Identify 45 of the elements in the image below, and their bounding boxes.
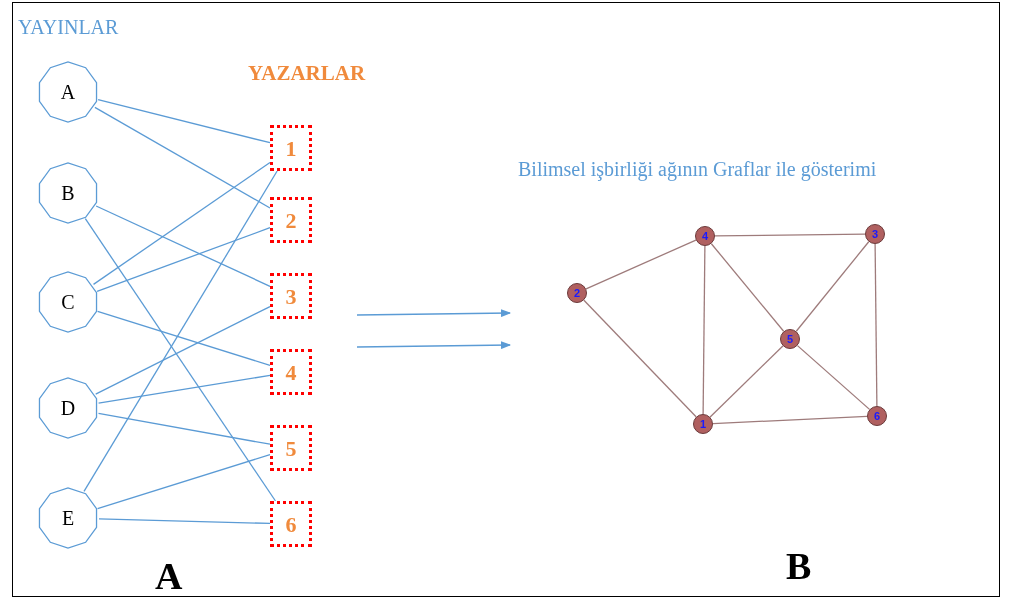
- diagram-caption: Bilimsel işbirliği ağının Graflar ile gösterimi: [518, 157, 877, 183]
- publication-node: E: [37, 487, 99, 549]
- connector-line: [709, 345, 784, 418]
- connector-line: [712, 415, 868, 425]
- connector-line: [97, 374, 271, 404]
- author-box: 5: [270, 425, 312, 471]
- connector-line: [96, 227, 271, 292]
- section-heading: YAZARLAR: [248, 60, 366, 87]
- author-box: 1: [270, 125, 312, 171]
- author-box: 3: [270, 273, 312, 319]
- publication-node: B: [37, 162, 99, 224]
- connector-line: [796, 345, 871, 410]
- connector-line: [583, 299, 697, 418]
- publication-node: D: [37, 377, 99, 439]
- graph-vertex: 2: [567, 283, 587, 303]
- connector-line: [95, 205, 271, 287]
- section-heading: YAYINLAR: [18, 15, 119, 40]
- panel-letter: A: [155, 554, 183, 599]
- graph-vertex: 1: [693, 414, 713, 434]
- author-box: 6: [270, 501, 312, 547]
- connector-line: [96, 453, 271, 510]
- panel-letter: B: [786, 544, 812, 589]
- connector-line: [92, 161, 271, 286]
- connector-line: [585, 239, 697, 290]
- connector-line: [97, 412, 271, 445]
- connector-line: [714, 233, 866, 237]
- connector-line: [94, 106, 271, 209]
- connector-line: [710, 243, 785, 332]
- connector-line: [95, 305, 271, 395]
- connector-line: [98, 518, 271, 525]
- publication-node: A: [37, 61, 99, 123]
- connector-line: [97, 98, 271, 144]
- connector-line: [874, 243, 878, 407]
- graph-vertex: 5: [780, 329, 800, 349]
- connector-line: [702, 245, 706, 415]
- author-box: 4: [270, 349, 312, 395]
- graph-vertex: 4: [695, 226, 715, 246]
- connector-line: [84, 218, 277, 502]
- graph-vertex: 3: [865, 224, 885, 244]
- graph-vertex: 6: [867, 406, 887, 426]
- connector-line: [83, 170, 278, 493]
- connector-line: [96, 310, 271, 367]
- connector-line: [795, 241, 870, 332]
- author-box: 2: [270, 197, 312, 243]
- publication-node: C: [37, 271, 99, 333]
